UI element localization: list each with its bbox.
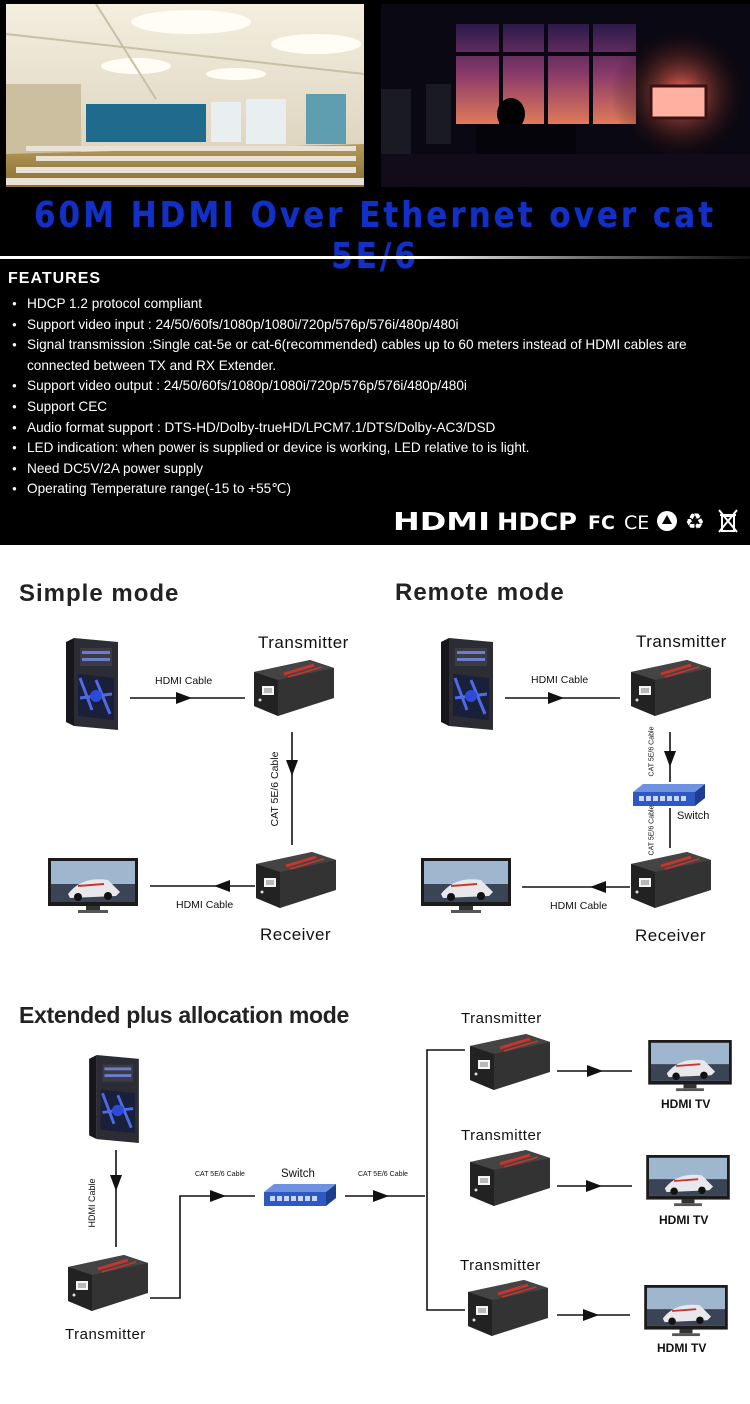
- receiver-device-icon: [631, 852, 711, 908]
- remote-receiver-label: Receiver: [635, 926, 707, 945]
- home-theater-photo: [381, 4, 750, 187]
- arrow-icon: [214, 880, 230, 892]
- arrow-icon: [286, 760, 298, 776]
- remote-cat-cable-bottom-label: CAT 5E/6 Cable: [648, 805, 656, 856]
- remote-transmitter-label: Transmitter: [636, 632, 727, 651]
- svg-text:♻: ♻: [685, 510, 705, 535]
- extended-switch-label: Switch: [281, 1168, 315, 1180]
- extended-source-transmitter-label: Transmitter: [65, 1326, 146, 1343]
- remote-hdmi-cable-in-label: HDMI Cable: [531, 674, 589, 686]
- display-monitor-icon: [48, 858, 138, 914]
- simple-transmitter-label: Transmitter: [258, 633, 349, 652]
- source-pc-icon: [441, 638, 493, 730]
- feature-item: LED indication: when power is supplied o…: [12, 438, 742, 459]
- features-title: FEATURES: [8, 270, 102, 287]
- arrow-icon: [664, 751, 676, 767]
- transmitter-device-icon: [470, 1034, 550, 1090]
- transmitter-device-icon: [68, 1255, 148, 1311]
- simple-hdmi-cable-out-label: HDMI Cable: [176, 899, 234, 911]
- feature-item: Signal transmission :Single cat-5e or ca…: [12, 335, 742, 376]
- hdmi-tv-icon: [643, 1285, 729, 1337]
- transmitter-device-icon: [254, 660, 334, 716]
- arrow-icon: [373, 1190, 389, 1202]
- arrow-icon: [176, 692, 192, 704]
- simple-hdmi-cable-in-label: HDMI Cable: [155, 675, 213, 687]
- arrow-icon: [210, 1190, 226, 1202]
- extended-hdmi-cable-label: HDMI Cable: [87, 1178, 97, 1228]
- arrow-icon: [587, 1065, 603, 1077]
- output-transmitter-label: Transmitter: [461, 1127, 542, 1144]
- feature-item: Need DC5V/2A power supply: [12, 459, 742, 480]
- certification-logos: HDMI HDCP FC CE ♻: [393, 507, 738, 536]
- hdmi-tv-icon: [645, 1155, 731, 1207]
- hdcp-logo: HDCP: [497, 508, 577, 536]
- simple-cat-cable-label: CAT 5E/6 Cable: [269, 751, 281, 827]
- remote-switch-label: Switch: [677, 810, 710, 822]
- remote-cat-cable-top-label: CAT 5E/6 Cable: [648, 726, 656, 777]
- source-pc-icon: [66, 638, 118, 730]
- transmitter-device-icon: [631, 660, 711, 716]
- hdmi-tv-label: HDMI TV: [661, 1097, 711, 1111]
- remote-mode-title: Remote mode: [395, 579, 565, 606]
- feature-item: Operating Temperature range(-15 to +55℃): [12, 479, 742, 500]
- display-monitor-icon: [421, 858, 511, 914]
- transmitter-device-icon: [468, 1280, 548, 1336]
- feature-banner: 60M HDMI Over Ethernet over cat 5E/6 FEA…: [0, 0, 750, 545]
- remote-hdmi-cable-out-label: HDMI Cable: [550, 900, 608, 912]
- weee-bin-icon: [718, 509, 738, 533]
- extended-mode-title: Extended plus allocation mode: [19, 1002, 349, 1028]
- recycle-icon: ♻: [685, 510, 705, 535]
- feature-item: HDCP 1.2 protocol compliant: [12, 294, 742, 315]
- output-transmitter-label: Transmitter: [461, 1010, 542, 1027]
- arrow-icon: [586, 1180, 602, 1192]
- extended-cat-cable-left-label: CAT 5E/6 Cable: [195, 1171, 245, 1178]
- extended-cat-cable-right-label: CAT 5E/6 Cable: [358, 1171, 408, 1178]
- hdmi-tv-label: HDMI TV: [659, 1213, 709, 1227]
- feature-item: Support video input : 24/50/60fs/1080p/1…: [12, 315, 742, 336]
- receiver-device-icon: [256, 852, 336, 908]
- conference-room-photo: [6, 4, 364, 187]
- ce-logo: CE: [624, 512, 649, 534]
- hdmi-logo: HDMI: [393, 507, 490, 536]
- network-switch-icon: [633, 784, 705, 806]
- simple-mode-title: Simple mode: [19, 580, 180, 607]
- hdmi-tv-icon: [647, 1040, 733, 1092]
- feature-item: Audio format support : DTS-HD/Dolby-true…: [12, 418, 742, 439]
- transmitter-device-icon: [470, 1150, 550, 1206]
- output-transmitter-label: Transmitter: [460, 1257, 541, 1274]
- rohs-icon: [657, 511, 677, 531]
- feature-item: Support CEC: [12, 397, 742, 418]
- arrow-icon: [110, 1175, 122, 1191]
- network-switch-icon: [264, 1184, 336, 1206]
- source-pc-icon: [88, 1055, 140, 1143]
- hdmi-tv-label: HDMI TV: [657, 1341, 707, 1355]
- fc-logo: FC: [588, 512, 615, 534]
- features-list: HDCP 1.2 protocol compliant Support vide…: [12, 294, 742, 500]
- arrow-icon: [583, 1309, 599, 1321]
- simple-receiver-label: Receiver: [260, 925, 332, 944]
- arrow-icon: [548, 692, 564, 704]
- feature-item: Support video output : 24/50/60fs/1080p/…: [12, 376, 742, 397]
- banner-headline: 60M HDMI Over Ethernet over cat 5E/6: [33, 194, 717, 278]
- banner-divider: [0, 256, 750, 259]
- arrow-icon: [590, 881, 606, 893]
